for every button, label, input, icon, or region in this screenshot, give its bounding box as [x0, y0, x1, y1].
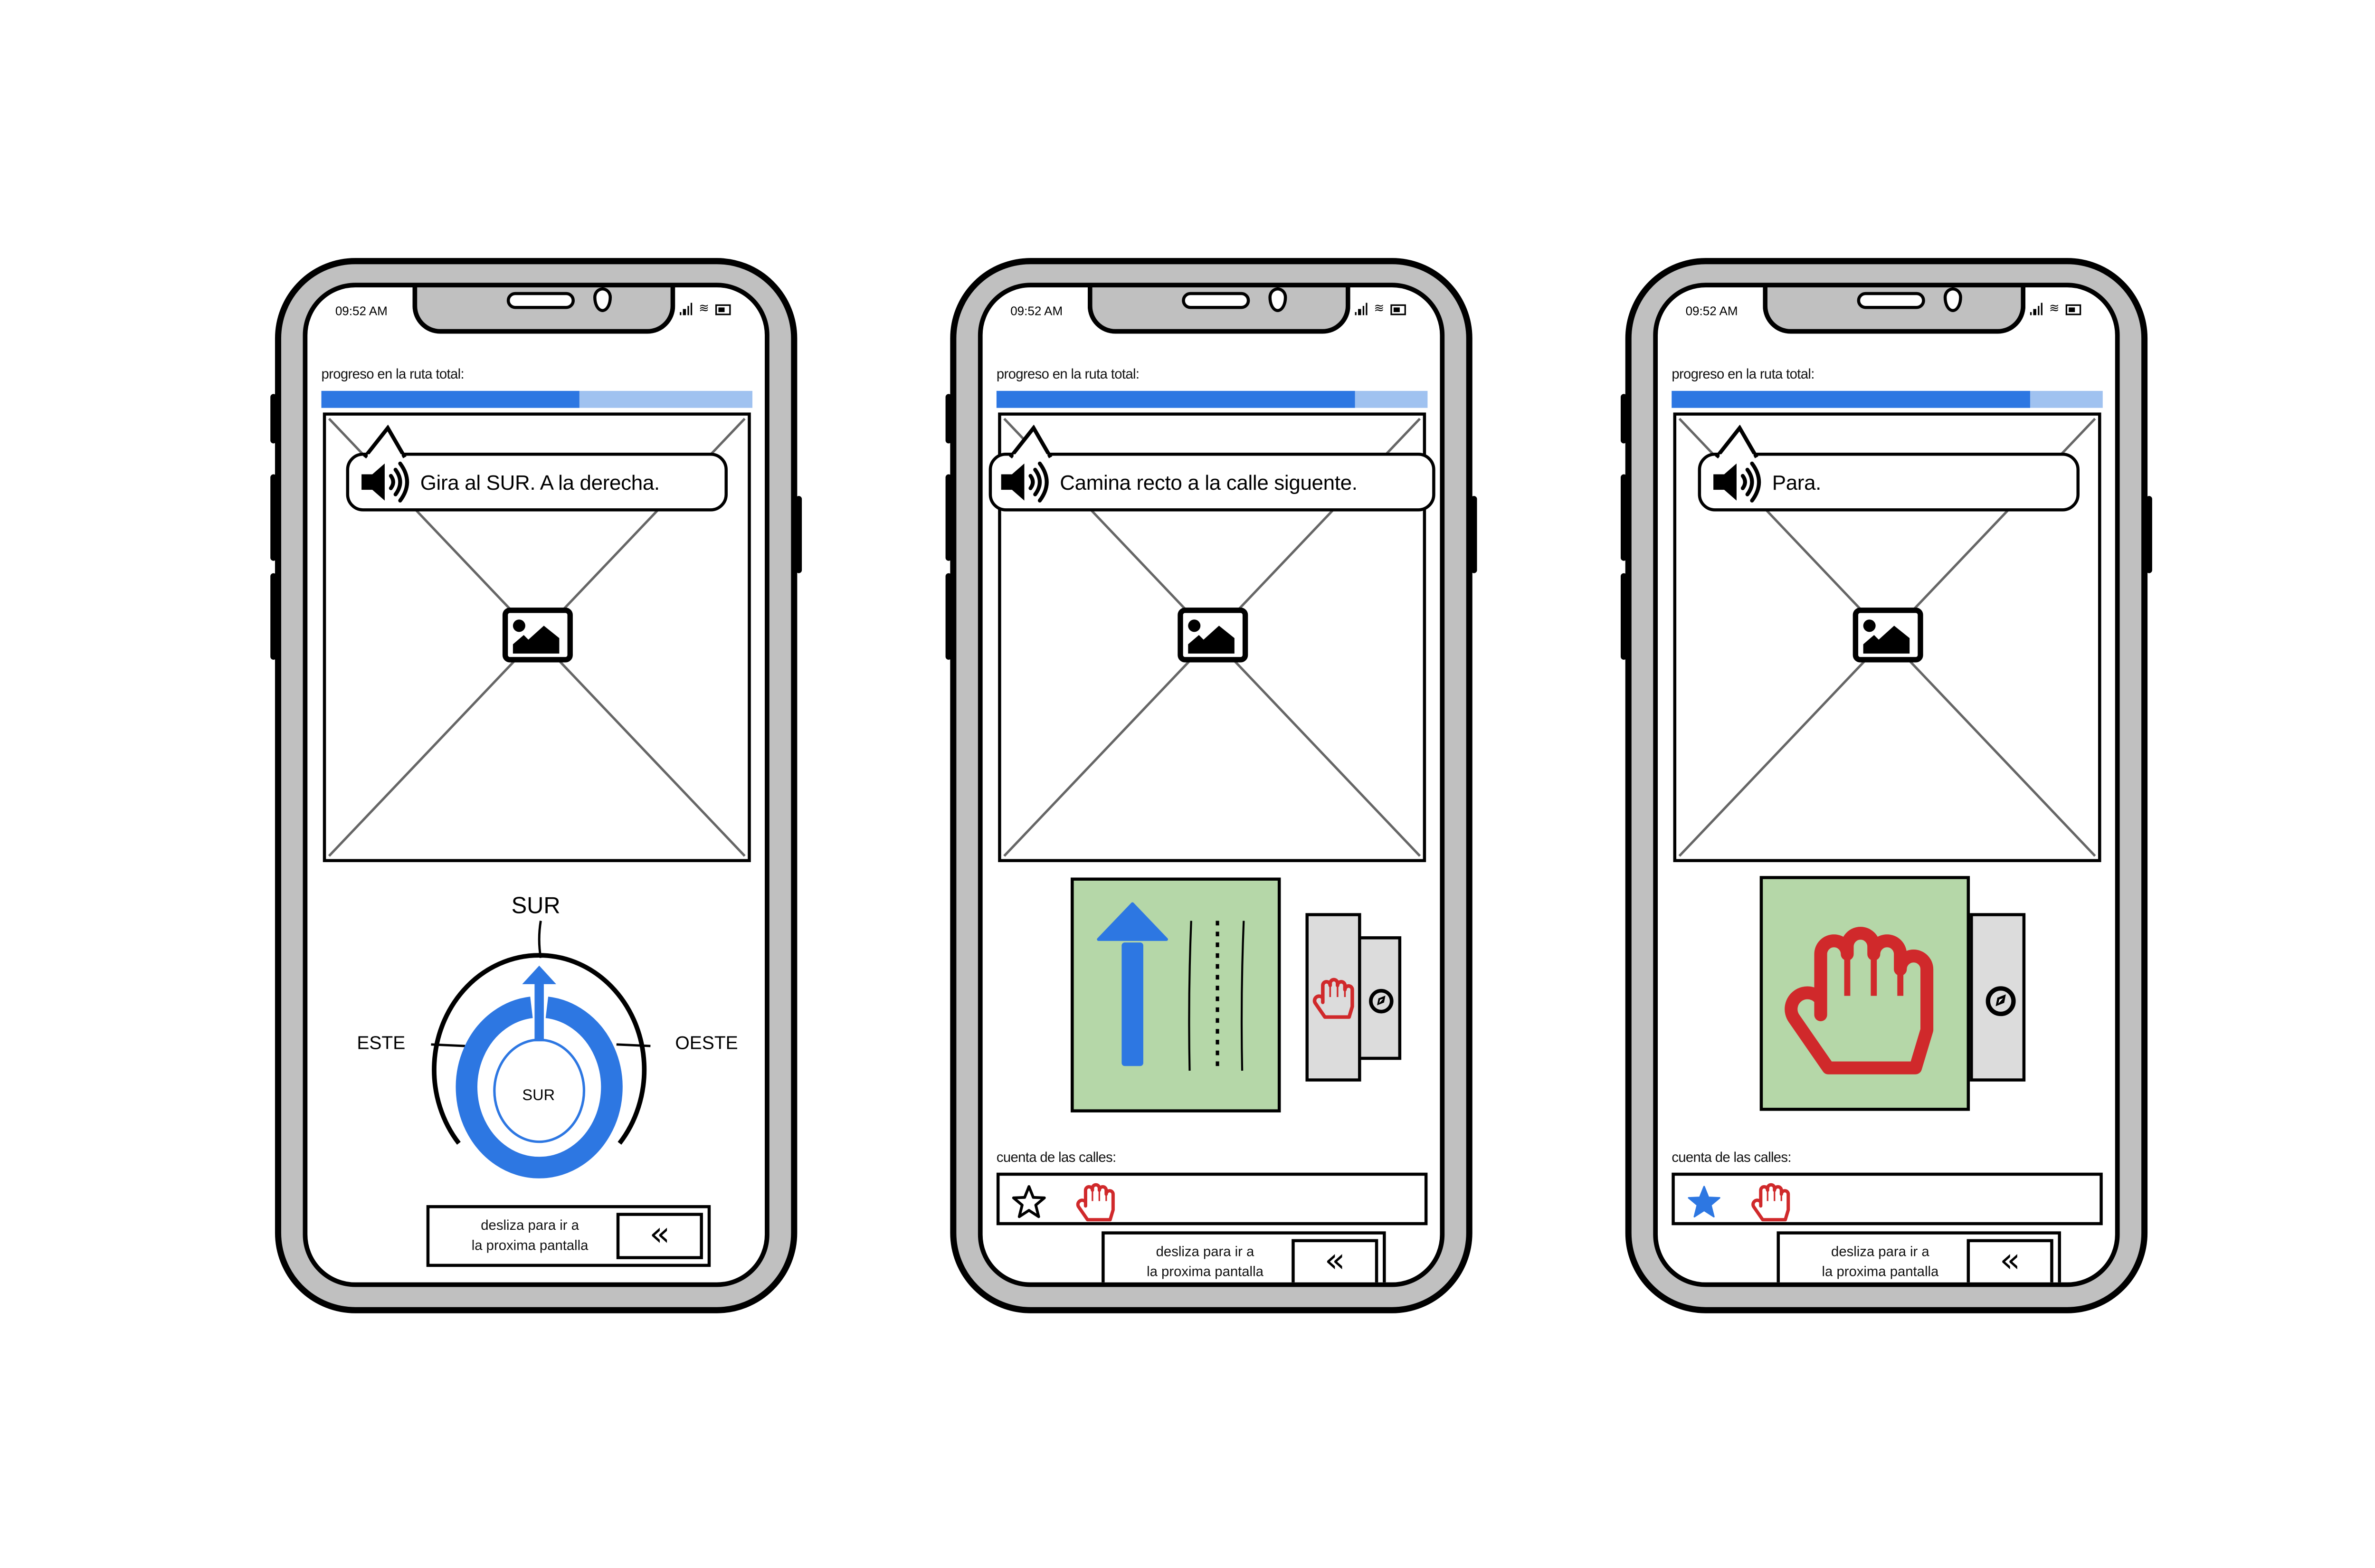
- side-button: [2146, 496, 2152, 573]
- status-time: 09:52 AM: [1685, 304, 1738, 319]
- status-icons: ≋: [1355, 301, 1406, 315]
- front-camera: [1943, 287, 1962, 313]
- notch: [412, 287, 675, 334]
- compass-center-label: SUR: [522, 1087, 555, 1105]
- double-chevron-left-icon: «: [649, 1216, 670, 1255]
- status-time: 09:52 AM: [335, 304, 388, 319]
- street-count-label: cuenta de las calles:: [1672, 1149, 1791, 1165]
- phone-screen: 09:52 AM ≋ progreso en la ruta total:: [978, 283, 1445, 1287]
- route-progress-bar: [1672, 390, 2103, 408]
- stop-hand-icon: [1075, 1180, 1116, 1224]
- instruction-bubble[interactable]: Gira al SUR. A la derecha.: [346, 425, 728, 512]
- speaker-icon[interactable]: [1710, 459, 1769, 505]
- status-icons: ≋: [680, 301, 731, 315]
- instruction-bubble[interactable]: Camina recto a la calle siguente.: [988, 425, 1435, 512]
- signal-icon: [680, 303, 693, 315]
- earpiece: [1857, 292, 1925, 309]
- speaker-icon[interactable]: [359, 459, 418, 505]
- signal-icon: [1355, 303, 1368, 315]
- notch: [1087, 287, 1350, 334]
- instruction-text: Para.: [1772, 470, 1822, 494]
- street-count-label: cuenta de las calles:: [996, 1149, 1116, 1165]
- status-time: 09:52 AM: [1010, 304, 1063, 319]
- stop-hand-icon: [1781, 916, 1936, 1083]
- battery-icon: [2065, 304, 2081, 315]
- instruction-text: Gira al SUR. A la derecha.: [420, 470, 660, 494]
- compass-label-right: OESTE: [675, 1032, 738, 1054]
- progress-label: progreso en la ruta total:: [1672, 366, 1814, 382]
- progress-fill: [321, 390, 580, 408]
- street-count-box: [1672, 1172, 2103, 1226]
- status-icons: ≋: [2030, 301, 2081, 315]
- bubble-tail: [1009, 425, 1053, 459]
- compass-dial: [431, 921, 651, 1178]
- image-icon: [501, 607, 572, 662]
- instruction-bubble[interactable]: Para.: [1698, 425, 2080, 512]
- front-camera: [593, 287, 612, 313]
- phone-mockup-3: 09:52 AM ≋ progreso en la ruta total:: [1620, 258, 2152, 1313]
- compass-icon: [1984, 984, 2018, 1018]
- double-chevron-left-icon: «: [1324, 1242, 1346, 1281]
- stop-card[interactable]: [1759, 876, 1970, 1111]
- double-chevron-left-icon: «: [1999, 1242, 2021, 1281]
- wifi-icon: ≋: [699, 301, 709, 315]
- side-button: [945, 573, 952, 660]
- direction-card[interactable]: [1071, 877, 1281, 1112]
- progress-fill: [1672, 390, 2030, 408]
- earpiece: [506, 292, 575, 309]
- stop-hand-icon: [1311, 975, 1355, 1021]
- side-button: [945, 474, 952, 561]
- star-filled-icon: [1688, 1186, 1720, 1218]
- image-icon: [1177, 607, 1248, 662]
- street-lanes-icon: [1188, 921, 1245, 1071]
- battery-icon: [1390, 304, 1406, 315]
- star-outline-icon: [1012, 1185, 1046, 1218]
- earpiece: [1182, 292, 1250, 309]
- phone-screen: 09:52 AM ≋ progreso en la ruta total:: [1653, 283, 2120, 1287]
- signal-icon: [2030, 303, 2043, 315]
- compass-widget: SUR ESTE OESTE SUR: [338, 893, 740, 1187]
- card-tab-compass[interactable]: [1356, 936, 1402, 1060]
- route-progress-bar: [321, 390, 753, 408]
- route-progress-bar: [996, 390, 1428, 408]
- speaker-icon[interactable]: [998, 459, 1057, 505]
- image-icon: [1852, 607, 1923, 662]
- battery-icon: [715, 304, 731, 315]
- front-camera: [1268, 287, 1287, 313]
- compass-label-left: ESTE: [357, 1032, 406, 1054]
- wifi-icon: ≋: [2049, 301, 2060, 315]
- compass-heading-top: SUR: [511, 893, 560, 920]
- phone-screen: 09:52 AM ≋ progreso en la ruta total:: [303, 283, 770, 1287]
- side-button: [945, 394, 952, 444]
- swipe-handle-button[interactable]: «: [1966, 1239, 2053, 1283]
- progress-fill: [996, 390, 1355, 408]
- bubble-tail: [1715, 425, 1758, 459]
- bubble-tail: [363, 425, 407, 459]
- wifi-icon: ≋: [1374, 301, 1385, 315]
- stop-hand-icon: [1750, 1180, 1791, 1224]
- phone-mockup-2: 09:52 AM ≋ progreso en la ruta total:: [945, 258, 1477, 1313]
- progress-label: progreso en la ruta total:: [996, 366, 1140, 382]
- arrow-up-icon: [1097, 902, 1168, 1066]
- swipe-handle-button[interactable]: «: [616, 1213, 703, 1259]
- compass-icon: [1368, 987, 1396, 1015]
- card-tab-stop[interactable]: [1305, 913, 1361, 1082]
- side-button: [796, 496, 802, 573]
- card-tab-compass[interactable]: [1970, 913, 2026, 1082]
- swipe-handle-button[interactable]: «: [1292, 1239, 1378, 1283]
- phone-mockup-1: 09:52 AM ≋ progreso en la ruta total:: [270, 258, 802, 1313]
- instruction-text: Camina recto a la calle siguente.: [1060, 470, 1358, 494]
- street-count-box: [996, 1172, 1428, 1226]
- progress-label: progreso en la ruta total:: [321, 366, 465, 382]
- notch: [1763, 287, 2026, 334]
